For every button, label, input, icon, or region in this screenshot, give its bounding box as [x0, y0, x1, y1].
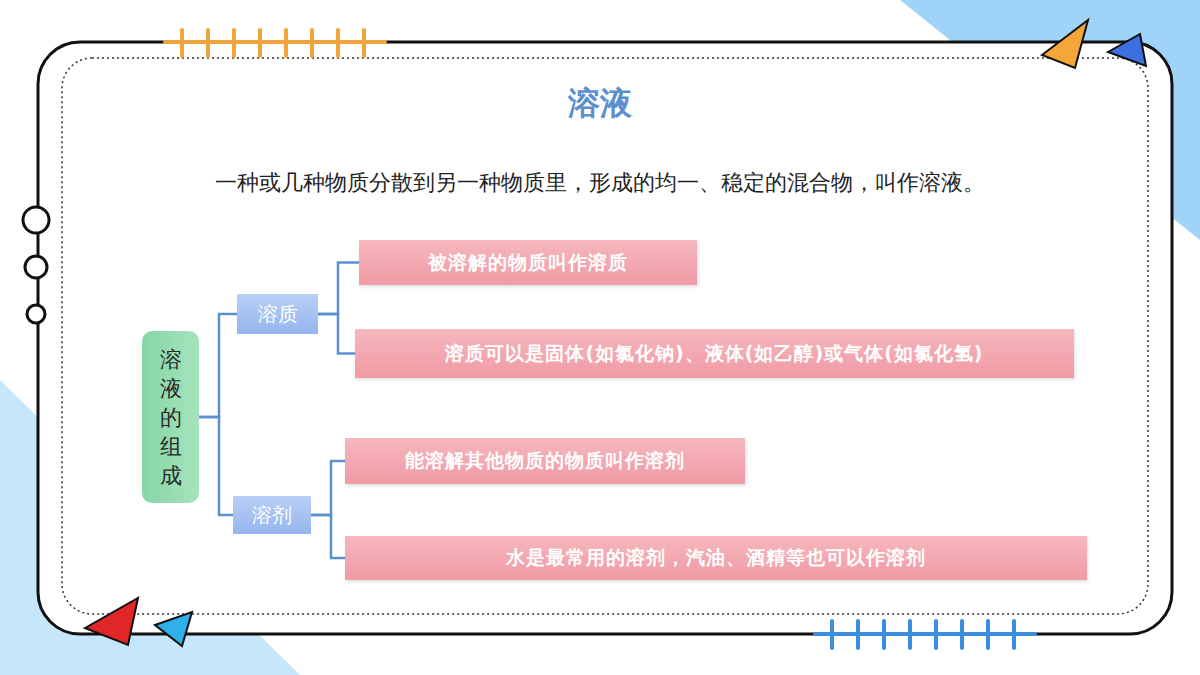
bracket-connector	[311, 461, 345, 515]
slide-title: 溶液	[0, 82, 1200, 126]
node-text: 被溶解的物质叫作溶质	[420, 250, 636, 276]
side-circles	[23, 207, 49, 323]
orange-ladder	[165, 30, 385, 56]
detail-box: 溶质可以是固体(如氯化钠)、液体(如乙醇)或气体(如氯化氢)	[355, 329, 1074, 378]
bracket-connector	[199, 314, 237, 417]
red-triangle	[85, 598, 138, 645]
bracket-connector	[199, 417, 233, 515]
bracket-connector	[318, 314, 355, 354]
detail-box: 水是最常用的溶剂，汽油、酒精等也可以作溶剂	[345, 536, 1087, 580]
cyan-triangle	[155, 612, 192, 646]
blue-ladder	[815, 621, 1035, 648]
orange-triangle	[1042, 20, 1088, 68]
node-text: 溶质可以是固体(如氯化钠)、液体(如乙醇)或气体(如氯化氢)	[437, 341, 991, 367]
node-text: 溶液的组成	[159, 345, 183, 490]
concept-box: 溶剂	[233, 496, 311, 534]
detail-box: 被溶解的物质叫作溶质	[359, 240, 697, 285]
dotted-frame	[62, 58, 1148, 614]
blue-triangle	[1108, 34, 1146, 66]
frame	[38, 42, 1172, 634]
detail-box: 能溶解其他物质的物质叫作溶剂	[345, 438, 745, 484]
concept-box: 溶质	[237, 294, 318, 334]
bracket-connector	[318, 263, 359, 315]
node-text: 水是最常用的溶剂，汽油、酒精等也可以作溶剂	[498, 545, 934, 571]
bracket-connector	[311, 515, 345, 558]
definition-text: 一种或几种物质分散到另一种物质里，形成的均一、稳定的混合物，叫作溶液。	[90, 168, 1110, 198]
node-text: 能溶解其他物质的物质叫作溶剂	[397, 448, 693, 474]
node-text: 溶剂	[252, 502, 292, 529]
category-box: 溶液的组成	[142, 331, 199, 503]
node-text: 溶质	[258, 301, 298, 328]
